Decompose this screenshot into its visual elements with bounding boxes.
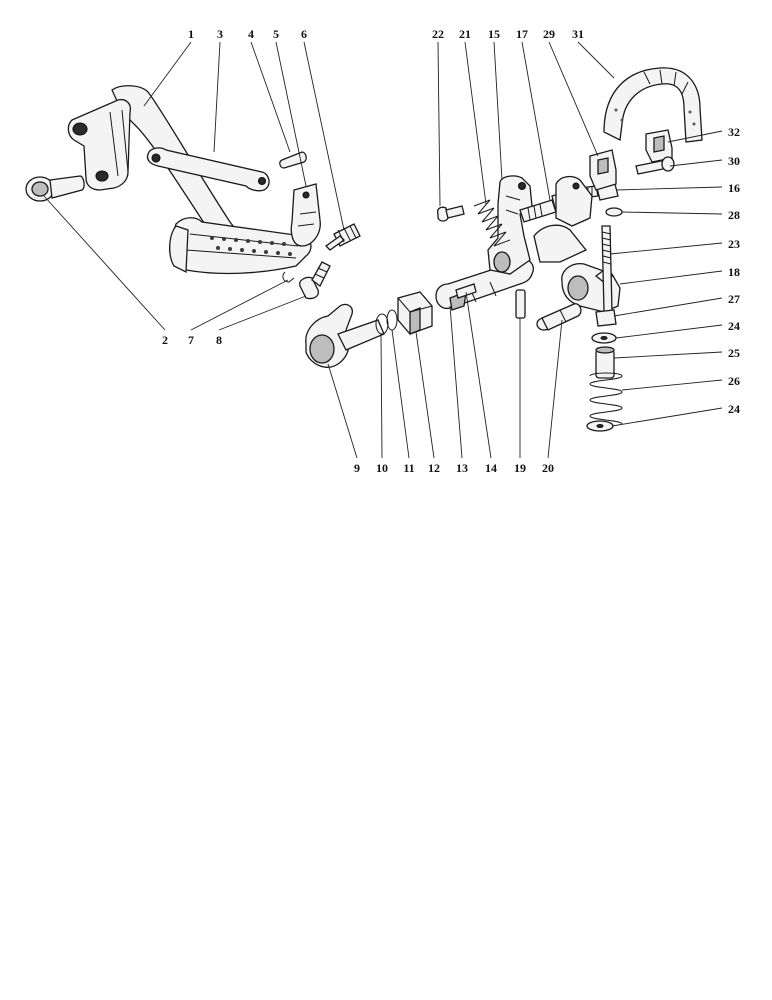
callout-25: 25 bbox=[728, 346, 740, 360]
coil-spring-part bbox=[589, 372, 623, 425]
anchor-pin-part bbox=[635, 156, 675, 175]
bearing-cap-part bbox=[555, 175, 593, 227]
pedal-stop-bolt-part bbox=[299, 261, 331, 300]
callout-30: 30 bbox=[728, 154, 740, 168]
callout-labels: 1 3 4 5 6 2 7 8 22 21 15 17 29 31 32 30 … bbox=[162, 27, 740, 475]
callout-22: 22 bbox=[432, 27, 444, 41]
callout-4: 4 bbox=[248, 27, 254, 41]
callout-21: 21 bbox=[459, 27, 471, 41]
callout-12: 12 bbox=[428, 461, 440, 475]
callout-3: 3 bbox=[217, 27, 223, 41]
callout-20: 20 bbox=[542, 461, 554, 475]
callout-15: 15 bbox=[488, 27, 500, 41]
circlip-part bbox=[375, 313, 389, 335]
adjusting-bolt-part bbox=[324, 223, 361, 251]
callout-9: 9 bbox=[354, 461, 360, 475]
bearing-housing-bracket-part bbox=[487, 175, 588, 275]
pedal-pivot-pin-part bbox=[25, 175, 85, 202]
callout-19: 19 bbox=[514, 461, 526, 475]
clevis-pin-part bbox=[279, 151, 307, 169]
callout-13: 13 bbox=[456, 461, 468, 475]
callout-7: 7 bbox=[188, 333, 194, 347]
callout-5: 5 bbox=[273, 27, 279, 41]
thrust-washer-part bbox=[386, 309, 398, 331]
operating-lever-part bbox=[305, 303, 385, 368]
plain-washer-part bbox=[605, 207, 623, 217]
upper-spring-washer-part bbox=[591, 332, 617, 344]
return-spring-part bbox=[473, 199, 511, 247]
threaded-adjusting-rod-part bbox=[601, 225, 613, 313]
callout-2: 2 bbox=[162, 333, 168, 347]
square-key-part bbox=[515, 289, 526, 319]
callout-23: 23 bbox=[728, 237, 740, 251]
brake-block-right-part bbox=[645, 129, 673, 163]
spring-guide-sleeve-part bbox=[595, 346, 615, 379]
callout-28: 28 bbox=[728, 208, 740, 222]
callout-11: 11 bbox=[403, 461, 414, 475]
brake-link-rod-part bbox=[146, 147, 270, 192]
coupling-block-part bbox=[397, 291, 433, 335]
adjusting-clevis-part bbox=[290, 183, 321, 247]
callout-16: 16 bbox=[728, 181, 740, 195]
callout-27: 27 bbox=[728, 292, 740, 306]
callout-18: 18 bbox=[728, 265, 740, 279]
callout-26: 26 bbox=[728, 374, 740, 388]
brake-block-part bbox=[589, 149, 617, 191]
callout-24-lower: 24 bbox=[728, 402, 740, 416]
callout-6: 6 bbox=[301, 27, 307, 41]
callout-14: 14 bbox=[485, 461, 497, 475]
callout-10: 10 bbox=[376, 461, 388, 475]
brake-band-part bbox=[603, 67, 703, 143]
callout-24-upper: 24 bbox=[728, 319, 740, 333]
slotted-pin-part bbox=[536, 303, 582, 331]
lock-nut-part bbox=[595, 309, 617, 327]
leader-lines bbox=[43, 41, 723, 459]
callout-17: 17 bbox=[516, 27, 528, 41]
callout-29: 29 bbox=[543, 27, 555, 41]
shaft-key-part bbox=[455, 283, 477, 299]
lower-spring-washer-part bbox=[586, 420, 614, 432]
split-pin-part bbox=[282, 271, 295, 283]
set-screw-part bbox=[436, 205, 465, 222]
callout-8: 8 bbox=[216, 333, 222, 347]
callout-1: 1 bbox=[188, 27, 194, 41]
brake-pedal-arm-part bbox=[67, 85, 312, 275]
callout-31: 31 bbox=[572, 27, 584, 41]
callout-32: 32 bbox=[728, 125, 740, 139]
